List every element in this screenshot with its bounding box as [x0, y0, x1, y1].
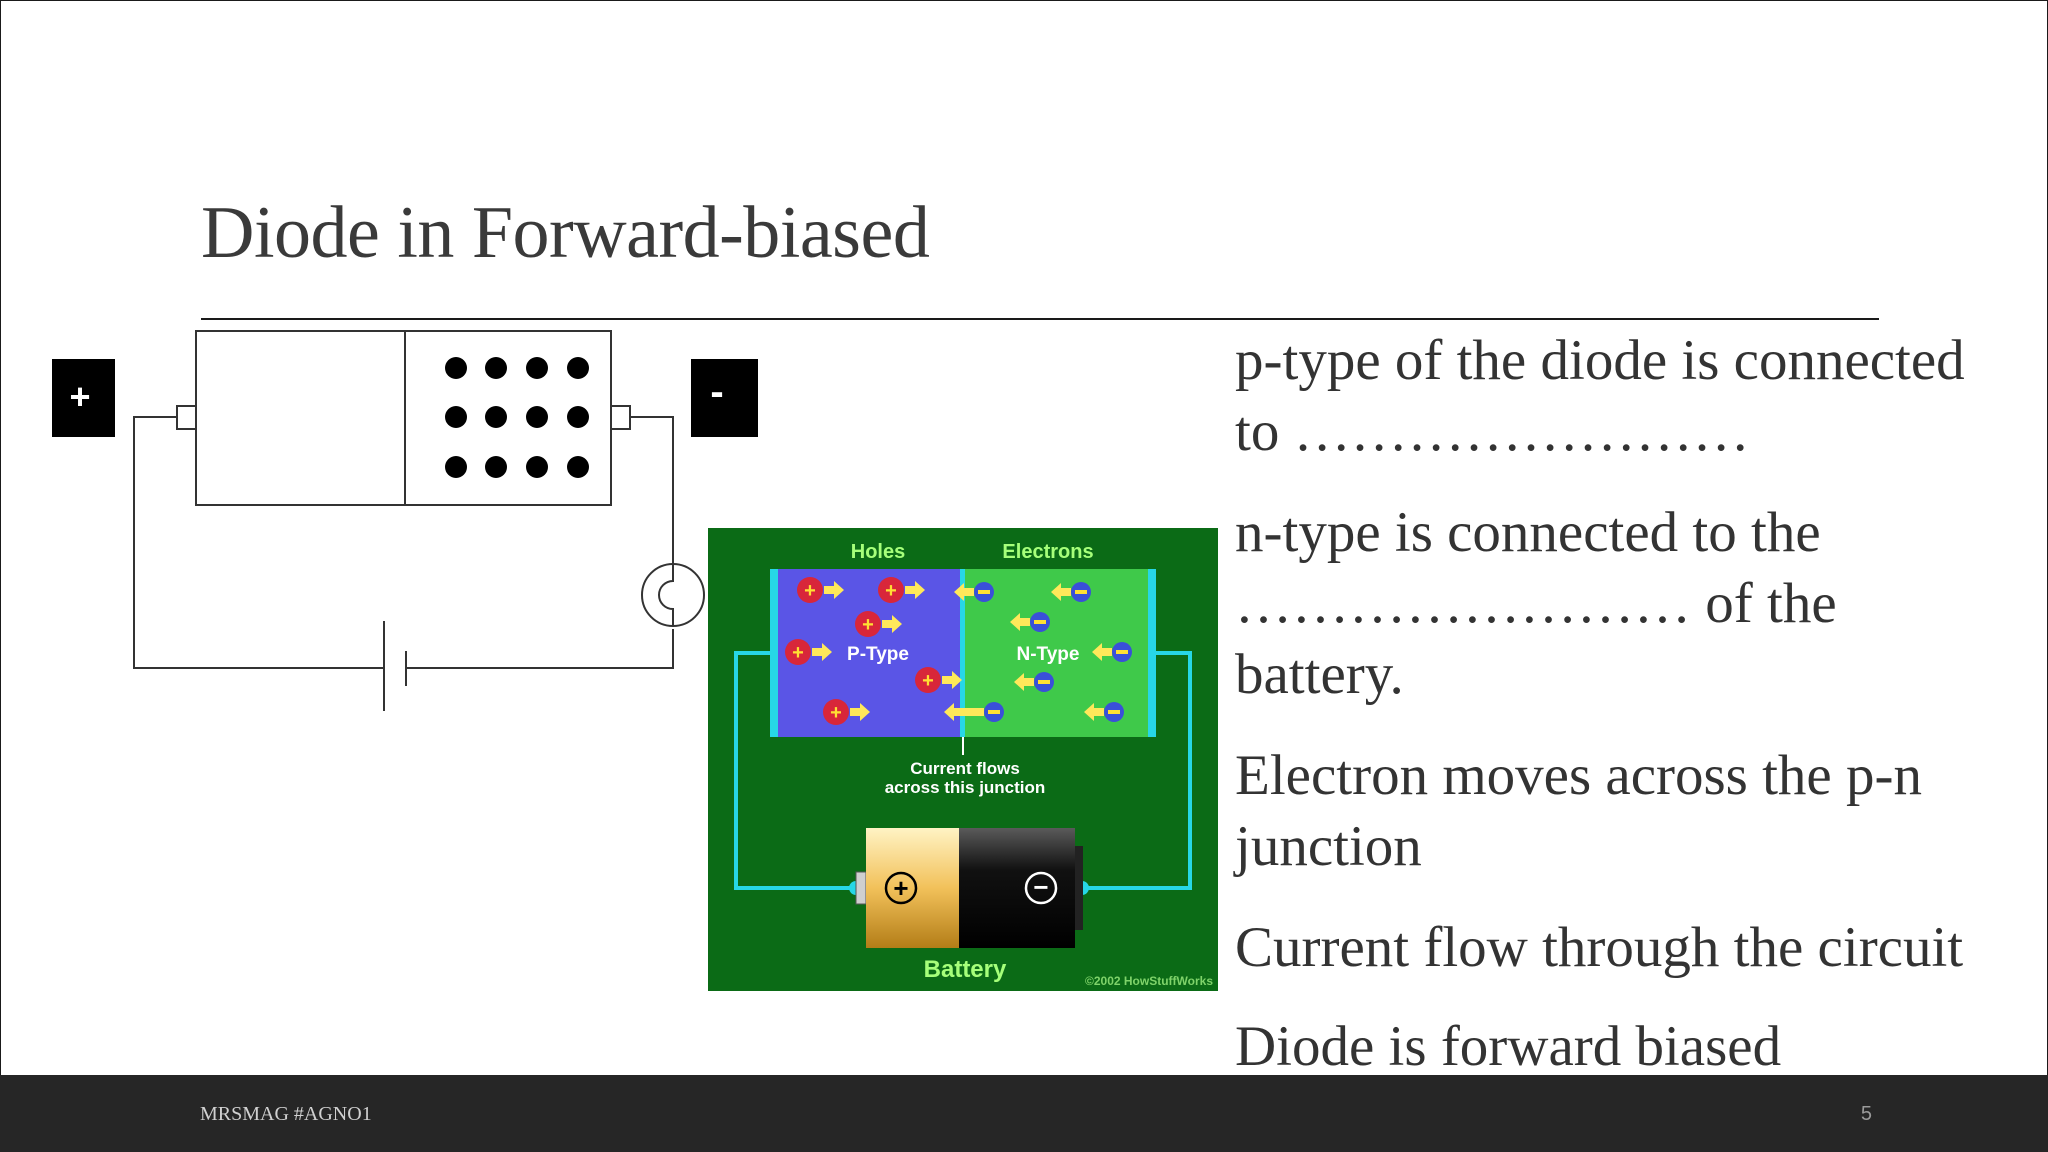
- copyright-label: ©2002 HowStuffWorks: [1085, 974, 1213, 988]
- p-type-label: P-Type: [847, 644, 909, 665]
- illustration-wire-left: [734, 651, 856, 890]
- svg-text:+: +: [922, 670, 934, 692]
- plus-terminal-label: +: [69, 376, 90, 417]
- n-region-electrons: [445, 357, 589, 478]
- battery-icon: + −: [855, 828, 1083, 948]
- page-number: 5: [1860, 1103, 1872, 1125]
- junction-line: [960, 569, 965, 737]
- illustration-wire-right: [1082, 651, 1192, 890]
- svg-text:+: +: [885, 580, 897, 602]
- holes-label: Holes: [851, 541, 905, 563]
- plus-terminal-box: [52, 359, 115, 437]
- slide: Diode in Forward-biased + -: [0, 0, 2048, 1078]
- title-underline: [201, 318, 1879, 320]
- forward-bias-illustration: Holes Electrons P-Type N-Type + + + + + …: [708, 528, 1218, 991]
- minus-terminal-label: -: [710, 370, 723, 414]
- p-contact: [770, 569, 778, 737]
- diode-left-lead: [176, 405, 197, 430]
- bullet-4: Current flow through the circuit: [1235, 916, 1964, 979]
- battery-plus-sign: +: [893, 873, 908, 903]
- slide-footer: MRSMAG #AGNO1 5: [0, 1075, 2048, 1152]
- svg-text:+: +: [862, 614, 874, 636]
- circuit-diagram: + -: [52, 330, 758, 711]
- current-caption-line1: Current flows: [910, 759, 1020, 778]
- battery-label: Battery: [924, 956, 1007, 983]
- svg-text:+: +: [804, 580, 816, 602]
- bullet-5: Diode is forward biased: [1235, 1015, 1782, 1078]
- svg-text:+: +: [792, 642, 804, 664]
- footer-text: MRSMAG #AGNO1: [200, 1103, 372, 1125]
- diode-right-lead: [610, 405, 631, 430]
- bullet-1: p-type of the diode is connected to ……………: [1235, 329, 1965, 463]
- electrons-group: [944, 582, 1132, 722]
- bulb-icon: [641, 563, 705, 627]
- svg-text:+: +: [830, 702, 842, 724]
- wire-right: [630, 416, 674, 564]
- n-type-label: N-Type: [1017, 644, 1080, 665]
- battery-minus-sign: −: [1033, 872, 1048, 902]
- holes-group: + + + + + +: [785, 577, 962, 725]
- current-caption-line2: across this junction: [885, 778, 1046, 797]
- wire-bottom-right: [406, 629, 674, 669]
- bullet-list: p-type of the diode is connected to ……………: [1235, 325, 2015, 1112]
- diode-body: [195, 330, 612, 506]
- bullet-3: Electron moves across the p-n junction: [1235, 744, 1922, 878]
- n-contact: [1148, 569, 1156, 737]
- wire-left: [133, 416, 384, 669]
- minus-terminal-box: [691, 359, 758, 437]
- slide-title: Diode in Forward-biased: [201, 192, 930, 274]
- electrons-label: Electrons: [1002, 541, 1093, 563]
- bullet-2: n-type is connected to the …………………… of t…: [1235, 501, 1837, 706]
